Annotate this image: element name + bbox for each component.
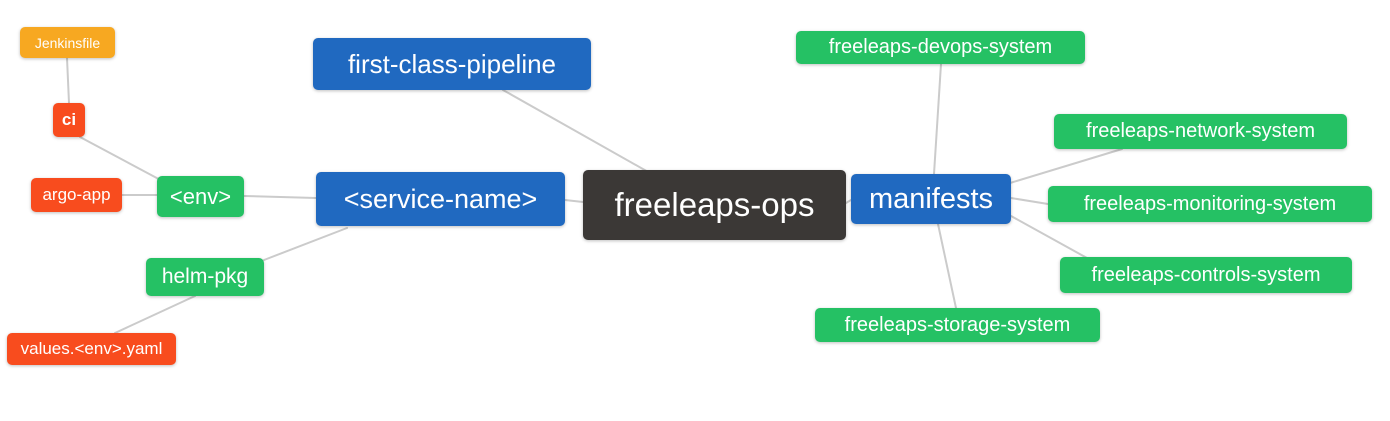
node-manifests[interactable]: manifests: [851, 174, 1011, 224]
node-argo-app[interactable]: argo-app: [31, 178, 122, 212]
edge-ops-manifests: [845, 199, 852, 204]
edge-pipeline-ops: [502, 89, 651, 174]
edge-manifests-controls: [1010, 215, 1088, 259]
node-jenkinsfile[interactable]: Jenkinsfile: [20, 27, 115, 58]
node-network-system[interactable]: freeleaps-network-system: [1054, 114, 1347, 149]
edge-servicename-ops: [564, 199, 584, 203]
node-first-class-pipeline[interactable]: first-class-pipeline: [313, 38, 591, 90]
node-helm-pkg[interactable]: helm-pkg: [146, 258, 264, 296]
node-ci[interactable]: ci: [53, 103, 85, 137]
node-monitoring-system[interactable]: freeleaps-monitoring-system: [1048, 186, 1372, 222]
edge-values-helmpkg: [114, 295, 196, 334]
edge-jenkinsfile-ci: [66, 57, 70, 104]
edge-manifests-devops: [933, 63, 942, 175]
node-devops-system[interactable]: freeleaps-devops-system: [796, 31, 1085, 64]
node-controls-system[interactable]: freeleaps-controls-system: [1060, 257, 1352, 293]
node-env[interactable]: <env>: [157, 176, 244, 217]
edge-ci-env: [79, 136, 169, 185]
node-service-name[interactable]: <service-name>: [316, 172, 565, 226]
edge-manifests-monitoring: [1010, 197, 1049, 205]
node-storage-system[interactable]: freeleaps-storage-system: [815, 308, 1100, 342]
node-values-env-yaml[interactable]: values.<env>.yaml: [7, 333, 176, 365]
node-freeleaps-ops-root[interactable]: freeleaps-ops: [583, 170, 846, 240]
edge-env-servicename: [243, 195, 317, 199]
edge-manifests-storage: [937, 223, 957, 309]
edge-helmpkg-servicename: [263, 227, 348, 261]
edge-manifests-network: [1009, 148, 1123, 184]
